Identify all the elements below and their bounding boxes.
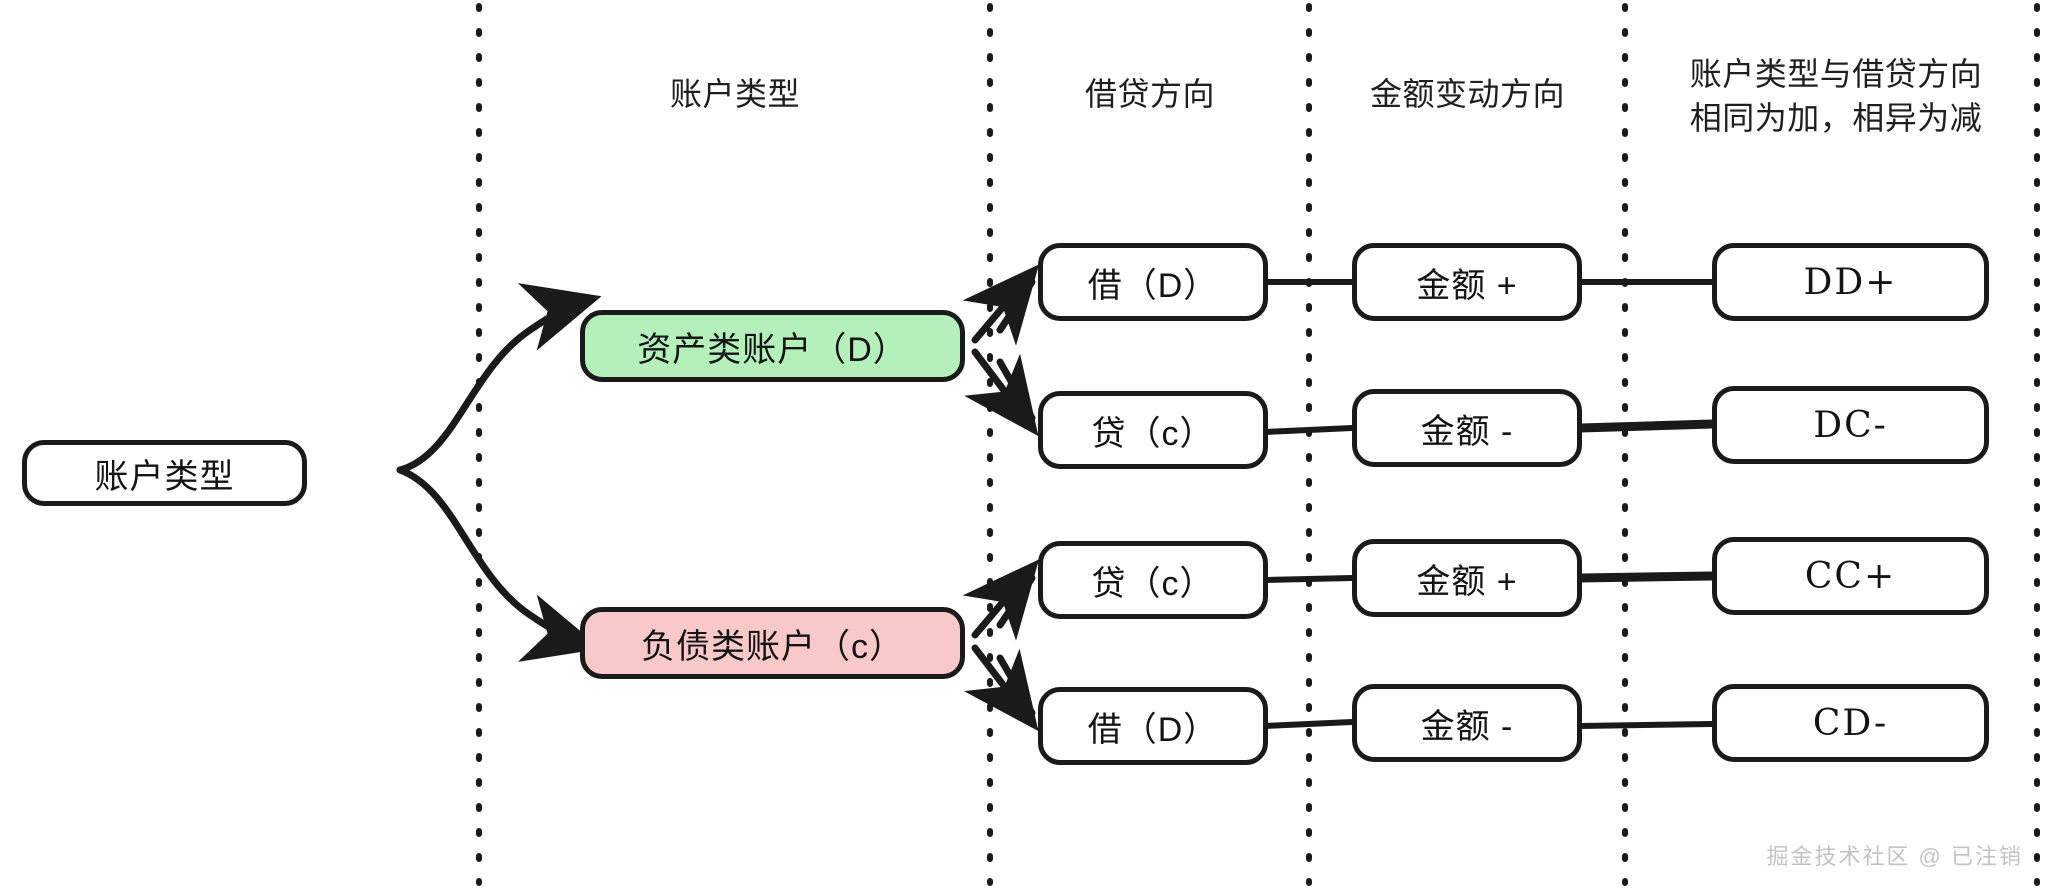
node-label: 资产类账户（D） [637,330,908,369]
asset-branch-connectors [962,264,1040,437]
node-label: 借（D） [1087,710,1219,749]
node-amount-row-1[interactable]: 金额 + [1352,243,1582,321]
node-amount-row-2[interactable]: 金额 - [1352,389,1582,467]
node-label: 贷（c） [1091,564,1215,603]
connector-asset-to-debit [962,264,1040,346]
column-header-account-type: 账户类型 [669,76,800,112]
connector-root-to-liability [396,466,602,662]
node-label: 金额 + [1416,266,1518,305]
node-label: 账户类型 [94,457,235,496]
node-liability-account[interactable]: 负债类账户（c） [580,607,965,679]
node-label: CC+ [1804,555,1897,597]
liability-branch-connectors [962,559,1040,732]
column-header-debit-credit-direction: 借贷方向 [1084,76,1215,112]
link-dir-amt-3 [1262,575,1355,583]
watermark: 掘金技术社区 @ 已注销 [1766,844,2023,869]
node-asset-account[interactable]: 资产类账户（D） [580,310,965,382]
node-label: 负债类账户（c） [641,627,904,666]
connector-asset-to-credit [964,348,1039,437]
amount-result-connectors [1575,279,1717,729]
link-dir-amt-4 [1262,719,1355,729]
link-dir-amt-2 [1262,425,1355,435]
node-result-row-3[interactable]: CC+ [1712,537,1989,615]
node-amount-row-3[interactable]: 金额 + [1352,539,1582,617]
node-label: CD- [1812,702,1889,744]
connector-asset-to-debit-flourish [996,278,1036,334]
node-result-row-1[interactable]: DD+ [1712,243,1989,321]
node-amount-row-4[interactable]: 金额 - [1352,684,1582,762]
node-direction-row-1[interactable]: 借（D） [1038,243,1268,321]
node-label: 贷（c） [1091,414,1215,453]
column-header-amount-change-direction: 金额变动方向 [1369,76,1565,112]
node-account-type-root[interactable]: 账户类型 [22,440,307,506]
node-result-row-4[interactable]: CD- [1712,684,1989,762]
node-label: 金额 - [1420,707,1514,746]
direction-amount-connectors [1262,279,1355,729]
node-label: 金额 + [1416,562,1518,601]
connector-root-to-asset [396,283,602,474]
node-label: 借（D） [1087,266,1219,305]
node-label: DC- [1813,404,1888,446]
connector-liability-to-credit [962,559,1040,641]
node-label: 金额 - [1420,412,1514,451]
connector-asset-to-credit-flourish [996,358,1036,422]
node-direction-row-2[interactable]: 贷（c） [1038,391,1268,469]
link-amt-res-2 [1575,419,1717,433]
node-result-row-2[interactable]: DC- [1712,386,1989,464]
connector-liability-to-credit-flourish [996,574,1036,629]
node-direction-row-3[interactable]: 贷（c） [1038,541,1268,619]
link-amt-res-3 [1575,571,1717,583]
column-header-rule: 账户类型与借贷方向 相同为加，相异为减 [1689,56,1983,137]
node-label: DD+ [1803,261,1898,303]
connector-liability-to-debit-flourish [996,654,1036,717]
link-amt-res-4 [1577,721,1715,729]
node-direction-row-4[interactable]: 借（D） [1038,687,1268,765]
root-branch-connectors [396,283,602,662]
connector-liability-to-debit [963,644,1039,732]
